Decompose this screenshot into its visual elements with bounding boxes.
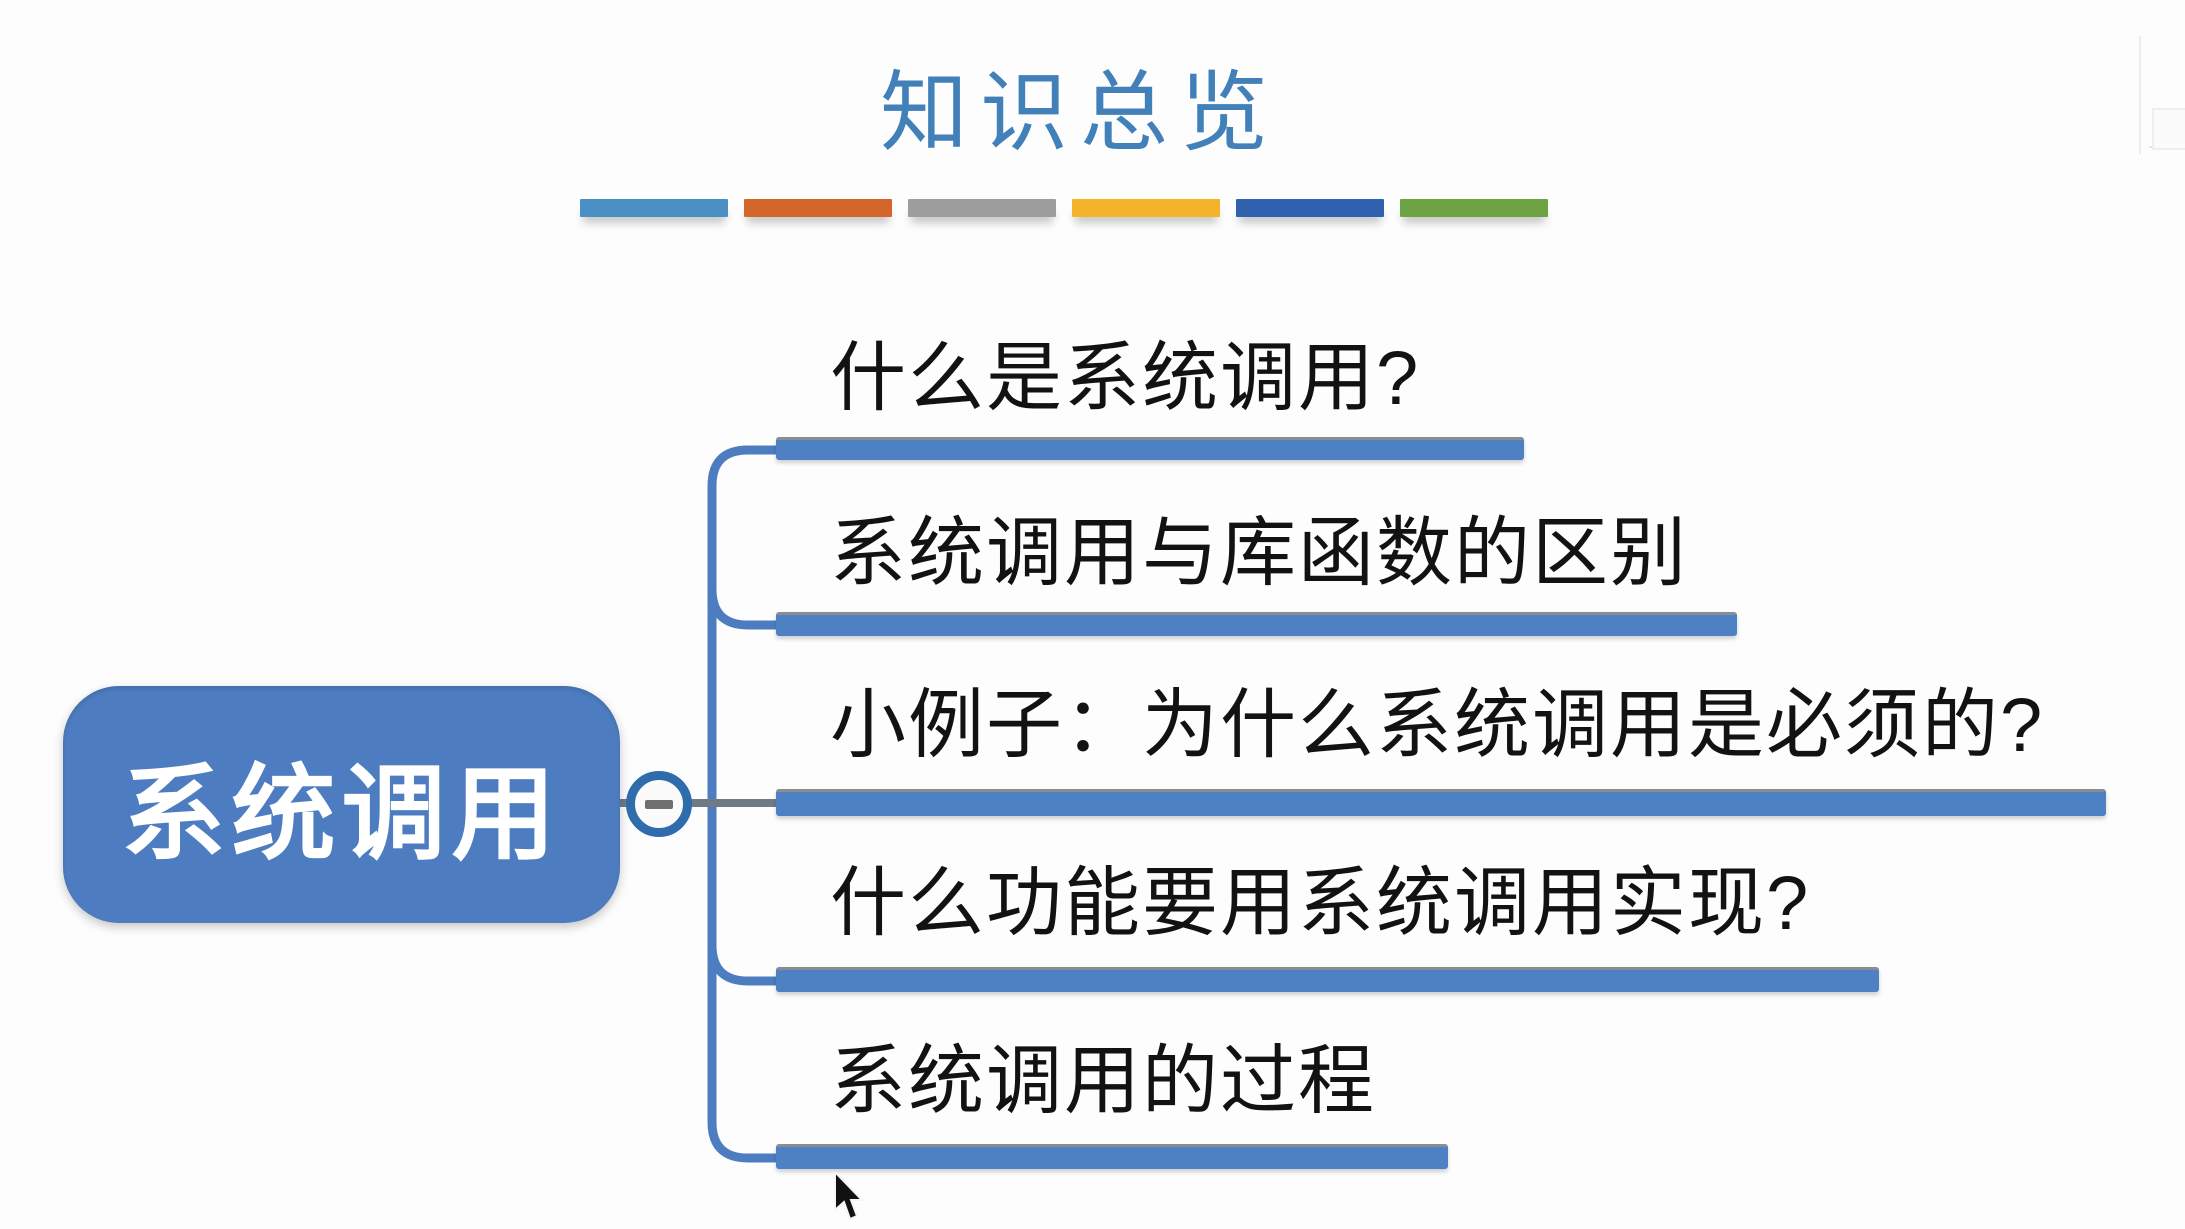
faint-window-edge-vertical bbox=[2139, 36, 2141, 154]
divider-segment-gray bbox=[908, 199, 1056, 217]
divider-segment-blue bbox=[580, 199, 728, 217]
divider-segment-green bbox=[1400, 199, 1548, 217]
branch-label-1: 什么是系统调用? bbox=[830, 336, 1421, 421]
root-node[interactable]: 系统调用 bbox=[63, 686, 620, 923]
title-divider bbox=[580, 199, 1548, 217]
branch-label-4: 什么功能要用系统调用实现? bbox=[830, 861, 1811, 946]
divider-segment-amber bbox=[1072, 199, 1220, 217]
root-node-label: 系统调用 bbox=[121, 757, 562, 873]
root-branch-connector bbox=[614, 799, 782, 807]
branch-underline-1 bbox=[776, 437, 1524, 460]
branch-underline-4 bbox=[776, 967, 1879, 992]
branch-label-3: 小例子：为什么系统调用是必须的? bbox=[830, 683, 2045, 768]
branch-underline-5 bbox=[776, 1144, 1448, 1169]
branch-label-2: 系统调用与库函数的区别 bbox=[830, 511, 1688, 596]
branch-label-5: 系统调用的过程 bbox=[830, 1039, 1376, 1124]
divider-segment-darkblue bbox=[1236, 199, 1384, 217]
page-title: 知识总览 bbox=[879, 63, 1280, 162]
arrow-cursor-icon bbox=[834, 1172, 865, 1220]
collapse-toggle-button[interactable] bbox=[626, 771, 692, 837]
faint-window-edge-box bbox=[2152, 108, 2185, 150]
divider-segment-orange bbox=[744, 199, 892, 217]
branch-underline-2 bbox=[776, 612, 1737, 636]
minus-collapse-icon bbox=[645, 799, 673, 809]
branch-underline-3 bbox=[776, 789, 2106, 816]
